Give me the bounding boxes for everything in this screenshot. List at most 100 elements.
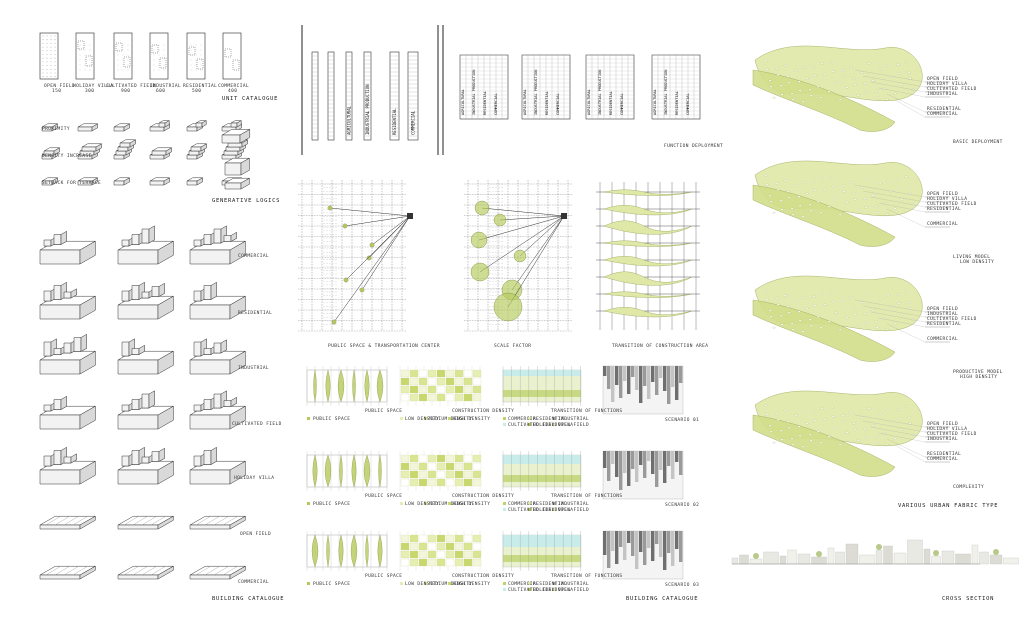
bldg-base-side [157, 405, 174, 430]
bldg-stripe [150, 565, 167, 576]
grid-density [409, 478, 419, 487]
fabric-unit [780, 438, 784, 441]
grid-scenario-bar [679, 451, 683, 475]
fabric-unit [790, 437, 794, 440]
pat-dot [501, 262, 503, 264]
pat-dot [329, 237, 331, 239]
pat-dot [489, 219, 491, 221]
fabric-unit [764, 404, 768, 407]
pat-dot [323, 320, 325, 322]
bldg-mass-front [121, 341, 130, 357]
fabric-unit [856, 439, 860, 442]
unit-plan [222, 32, 242, 80]
fabric-label: CULTIVATED FIELD [927, 432, 977, 437]
grid-band [503, 390, 581, 397]
gen-row-label: DENSITY INCREASE [42, 154, 92, 159]
gen-block-front [119, 142, 131, 148]
bldg-base-side [79, 515, 96, 530]
fabric-unit [798, 319, 802, 322]
fabric-leader [862, 420, 926, 433]
fabric-unit [798, 204, 802, 207]
pattern-caption: PUBLIC SPACE & TRANSPORTATION CENTER [328, 344, 440, 349]
bldg-mass-front [63, 291, 72, 299]
pat-dot [489, 194, 491, 196]
pat-link [478, 215, 565, 241]
pat-dot [489, 280, 491, 282]
fabric-unit [813, 74, 817, 77]
fabric-unit [816, 315, 820, 318]
fabric-label: CULTIVATED FIELD [927, 202, 977, 207]
grid-density [436, 558, 446, 567]
bldg-mass-front [43, 239, 52, 247]
legend-function: COMMERCIAL [508, 417, 540, 422]
legend-swatch [503, 582, 506, 585]
pat-dot [323, 194, 325, 196]
func-block-label: AGRICULTURAL [653, 89, 657, 115]
fabric-unit [794, 414, 798, 417]
grid-caption: PUBLIC SPACE [365, 494, 403, 499]
legend-density: MEDIUM DENSITY [429, 417, 473, 422]
pat-dot [332, 298, 334, 300]
fabric-label: INDUSTRIAL [927, 312, 959, 317]
unit-dot [89, 44, 91, 46]
pat-dot [492, 198, 494, 199]
fabric-caption: LIVING MODEL [953, 255, 991, 260]
pat-dot [332, 309, 334, 311]
pat-dot [335, 277, 337, 278]
fabric-unit [772, 96, 776, 99]
fabric-unit [816, 85, 820, 88]
pat-dot [332, 201, 334, 203]
fabric-unit [779, 314, 783, 317]
unit-dot [127, 69, 129, 71]
unit-dot [117, 54, 119, 56]
grid-band [503, 555, 581, 562]
pat-dot [326, 270, 328, 271]
fabric-unit [852, 77, 856, 80]
pat-dot [335, 255, 337, 257]
grid-scenario-bar [611, 366, 615, 402]
pat-dot [323, 205, 325, 206]
bldg-mass-front [213, 342, 222, 354]
unit-dot [122, 59, 124, 61]
grid-density [400, 534, 410, 543]
fabric-unit [871, 309, 875, 312]
unit-size: 900 [121, 89, 131, 94]
unit-dot [127, 64, 129, 66]
pat-dot [323, 190, 325, 192]
pat-dot [495, 255, 497, 257]
pat-dot [326, 226, 328, 228]
unit-dot [163, 64, 165, 66]
pat-link [345, 215, 411, 281]
unit-dot [54, 50, 56, 52]
grid-density [472, 542, 482, 551]
bldg-row-label: COMMERCIAL [238, 580, 270, 585]
grid-density [418, 478, 428, 487]
fabric-unit [775, 412, 779, 415]
unit-dot [200, 54, 202, 56]
unit-dot [50, 54, 52, 55]
grid-public [311, 534, 319, 568]
pat-transition [603, 240, 693, 247]
gen-block-side [165, 147, 172, 156]
pat-dot [323, 244, 325, 246]
pat-dot [501, 284, 503, 286]
fabric-unit [863, 82, 867, 85]
bldg-row-label: OPEN FIELD [240, 532, 272, 537]
fabric-leader [894, 444, 926, 463]
bldg-stripe [204, 565, 221, 576]
grid-scenario-bar [615, 531, 619, 564]
func-block-label: COMMERCIAL [556, 93, 560, 115]
pat-dot [489, 284, 491, 286]
legend-density: MEDIUM DENSITY [429, 582, 473, 587]
grid-density [445, 462, 455, 471]
section-block [907, 539, 923, 565]
fabric-unit [827, 90, 831, 93]
unit-dot [200, 64, 202, 66]
bldg-stripe [123, 515, 140, 526]
pat-dot [335, 212, 337, 214]
bldg-mass-front [53, 234, 62, 245]
gen-block-side [164, 120, 170, 128]
pat-dot [498, 244, 500, 246]
pat-dot [332, 255, 334, 257]
legend-density: LOW DENSITY [405, 502, 440, 507]
